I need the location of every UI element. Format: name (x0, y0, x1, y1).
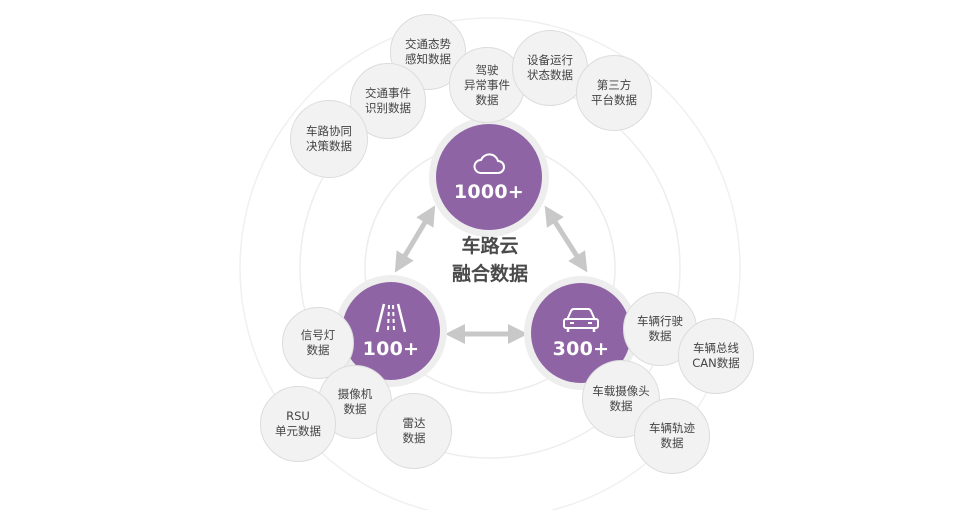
bubble-text: 数据 (343, 402, 367, 416)
bubble-abnormal-driving: 驾驶 异常事件 数据 (449, 47, 525, 123)
bubble-text: 数据 (402, 431, 426, 445)
cloud-icon (473, 153, 505, 174)
road-lanes-icon (375, 303, 407, 333)
bubble-text: 数据 (609, 399, 633, 413)
ring-outer (239, 17, 741, 510)
bubble-coordination-decision: 车路协同 决策数据 (290, 100, 368, 178)
arrow-cloud-car (544, 205, 588, 273)
center-title-line1: 车路云 (461, 235, 519, 257)
bubble-text: 决策数据 (306, 139, 352, 153)
hub-cloud: 1000+ (436, 124, 542, 230)
bubble-vehicle-can: 车辆总线 CAN数据 (678, 318, 754, 394)
bubble-text: 雷达 (402, 416, 426, 430)
bubble-traffic-situation: 交通态势 感知数据 (390, 14, 466, 90)
bubble-text: 车路协同 (306, 124, 352, 138)
bubble-text: 设备运行 (527, 53, 573, 67)
bubble-rsu: RSU 单元数据 (260, 386, 336, 462)
bubble-third-party: 第三方 平台数据 (576, 55, 652, 131)
bubble-radar: 雷达 数据 (376, 393, 452, 469)
hub-road-value: 100+ (362, 338, 420, 360)
bubble-text: 信号灯 (300, 328, 336, 342)
bubble-text: 交通态势 (405, 37, 451, 51)
bubble-text: 数据 (648, 329, 672, 343)
hub-road: 100+ (342, 282, 440, 380)
hub-car-value: 300+ (552, 338, 610, 360)
bubble-camera: 摄像机 数据 (318, 365, 392, 439)
center-title-line2: 融合数据 (451, 263, 528, 285)
bubble-text: 单元数据 (275, 424, 321, 438)
bubble-text: 异常事件 (464, 77, 510, 92)
bubble-vehicle-track: 车辆轨迹 数据 (634, 398, 710, 474)
bubble-text: RSU (286, 409, 310, 423)
bubble-text: 数据 (660, 436, 684, 450)
bubble-text: 数据 (475, 92, 499, 107)
hub-cloud-value: 1000+ (453, 181, 525, 203)
bubble-text: 车辆总线 (693, 341, 739, 355)
bubble-text: 状态数据 (527, 68, 573, 82)
center-title: 车路云 融合数据 (420, 232, 560, 288)
bubble-vehicle-driving: 车辆行驶 数据 (623, 292, 697, 366)
bubble-text: 平台数据 (591, 93, 637, 107)
bubble-text: 交通事件 (365, 86, 411, 100)
bubble-text: 驾驶 (475, 62, 499, 77)
bubble-text: 车辆行驶 (637, 314, 683, 328)
bubble-text: 感知数据 (405, 52, 451, 66)
bubble-device-status: 设备运行 状态数据 (512, 30, 588, 106)
bubble-text: 识别数据 (365, 101, 411, 115)
bubble-text: 数据 (306, 343, 330, 357)
bubble-text: 摄像机 (337, 387, 373, 401)
bubble-text: 第三方 (596, 78, 632, 92)
bubble-text: 车载摄像头 (592, 384, 650, 398)
car-icon (563, 308, 599, 332)
arrow-cloud-road (394, 205, 436, 273)
bubble-text: CAN数据 (692, 356, 740, 370)
bubble-text: 车辆轨迹 (649, 421, 695, 435)
